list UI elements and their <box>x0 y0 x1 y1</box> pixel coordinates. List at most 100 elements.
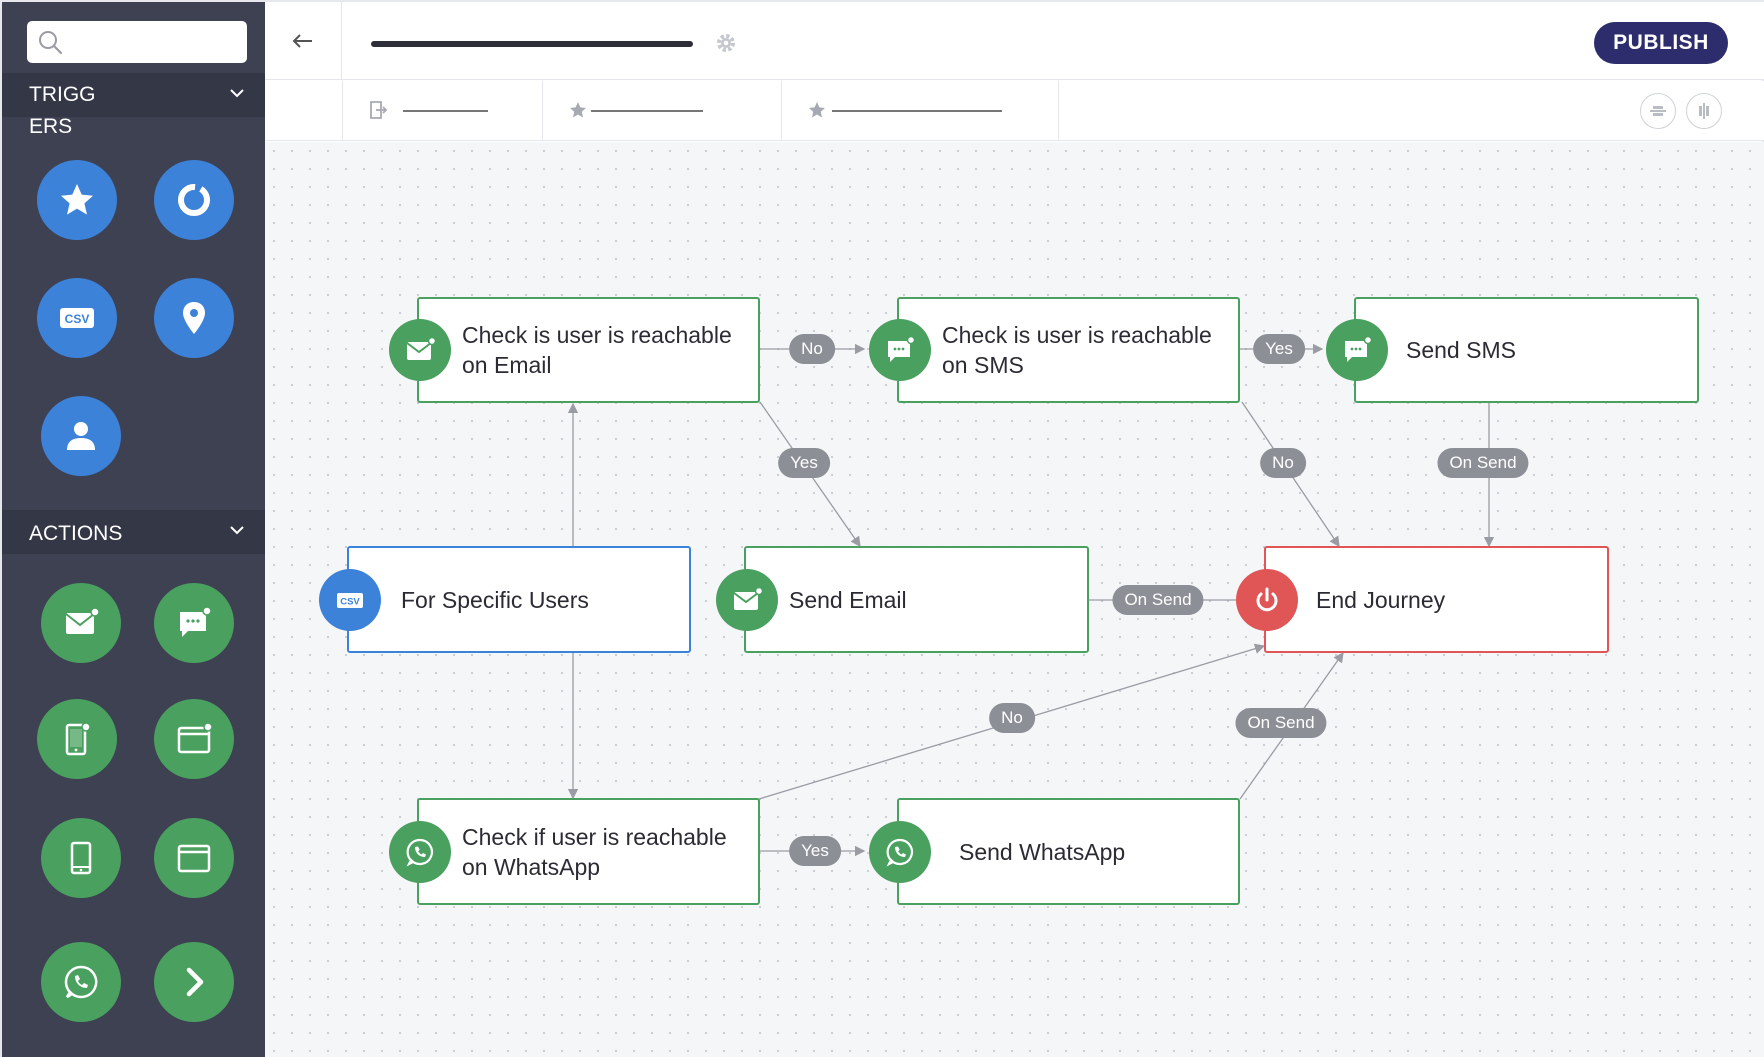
location-trigger-button[interactable] <box>154 278 234 358</box>
window-icon <box>177 844 211 873</box>
node-label: Send WhatsApp <box>959 838 1126 865</box>
email-icon <box>65 607 100 634</box>
sms-icon <box>180 606 212 637</box>
triggers-label: TRIGGERS <box>29 83 96 138</box>
edge-label-no: No <box>989 703 1035 733</box>
star-trigger-button[interactable] <box>37 160 117 240</box>
node-icon: CSV <box>319 568 381 631</box>
edge-label-no: No <box>789 334 835 364</box>
browser-action-button[interactable] <box>154 699 234 779</box>
edge-label-on-send: On Send <box>1235 708 1327 738</box>
node-check-whatsapp[interactable]: Check if user is reachable on WhatsApp <box>389 798 760 905</box>
star-icon <box>61 184 93 215</box>
next-action-button[interactable] <box>154 942 234 1022</box>
edge-label-yes: Yes <box>789 836 841 866</box>
node-for-specific-users[interactable]: CSV For Specific Users <box>319 546 691 653</box>
whatsapp-icon <box>64 965 98 999</box>
tab-favorite-1[interactable] <box>542 81 781 141</box>
email-icon <box>733 586 763 610</box>
user-icon <box>67 422 95 450</box>
node-icon <box>869 820 931 883</box>
tab-divider <box>1058 81 1059 141</box>
tab-label-placeholder <box>403 110 488 112</box>
node-label: Check if user is reachable on WhatsApp <box>462 823 727 880</box>
search-box[interactable] <box>27 21 247 63</box>
journey-title-placeholder[interactable] <box>371 41 693 47</box>
arrow-left-icon <box>292 34 312 48</box>
window-action-button[interactable] <box>154 818 234 898</box>
mobile-push-icon <box>65 722 91 756</box>
segment-trigger-button[interactable] <box>154 160 234 240</box>
node-check-email[interactable]: Check is user is reachable on Email <box>389 297 760 403</box>
mobile-push-action-button[interactable] <box>37 699 117 779</box>
chevron-down-icon[interactable] <box>229 524 245 536</box>
mobile-icon <box>70 841 92 875</box>
chevron-down-icon[interactable] <box>229 87 245 99</box>
csv-trigger-button[interactable]: CSV <box>37 278 117 358</box>
node-end-journey[interactable]: End Journey <box>1236 546 1609 653</box>
csv-icon: CSV <box>337 592 363 608</box>
email-icon <box>406 336 436 360</box>
whatsapp-icon <box>406 838 434 866</box>
email-action-button[interactable] <box>41 583 121 663</box>
align-horizontal-icon <box>1650 106 1666 116</box>
search-icon <box>39 31 63 55</box>
sidebar: TRIGGERS CSV <box>2 2 265 1057</box>
mobile-action-button[interactable] <box>41 818 121 898</box>
back-button[interactable] <box>265 2 342 80</box>
node-label: Check is user is reachable on Email <box>462 322 732 378</box>
node-send-email[interactable]: Send Email <box>716 546 1089 653</box>
whatsapp-icon <box>886 838 914 866</box>
star-icon <box>809 102 825 118</box>
node-label: Send Email <box>789 586 907 613</box>
browser-icon <box>177 722 213 754</box>
chevron-right-icon <box>186 967 204 997</box>
edge-label-on-send: On Send <box>1112 585 1204 615</box>
gear-icon[interactable] <box>714 31 738 55</box>
node-send-sms[interactable]: Send SMS <box>1326 297 1699 403</box>
csv-badge-text: CSV <box>340 596 360 607</box>
power-icon <box>1256 587 1278 611</box>
csv-icon: CSV <box>60 308 94 328</box>
tab-label-placeholder <box>591 110 703 112</box>
star-icon <box>570 102 586 118</box>
search-input[interactable] <box>27 21 247 63</box>
tabs-bar <box>265 81 1764 141</box>
tab-entry[interactable] <box>342 81 542 141</box>
sms-icon <box>1345 335 1373 362</box>
sms-action-button[interactable] <box>154 583 234 663</box>
entry-icon <box>370 101 388 119</box>
node-check-sms[interactable]: Check is user is reachable on SMS <box>869 297 1240 403</box>
edge-label-no: No <box>1260 448 1306 478</box>
node-send-whatsapp[interactable]: Send WhatsApp <box>869 798 1240 905</box>
user-trigger-button[interactable] <box>41 396 121 476</box>
node-label: Send SMS <box>1406 337 1516 363</box>
edge-label-on-send: On Send <box>1437 448 1529 478</box>
actions-label: ACTIONS <box>29 522 123 545</box>
triggers-section-header[interactable]: TRIGGERS <box>2 73 265 138</box>
location-pin-icon <box>183 302 205 334</box>
align-horizontal-button[interactable] <box>1640 93 1676 129</box>
edge-label-yes: Yes <box>1253 334 1305 364</box>
node-icon <box>1326 319 1388 381</box>
node-icon <box>869 319 931 381</box>
node-icon <box>1236 568 1298 631</box>
node-label: End Journey <box>1316 586 1446 613</box>
csv-badge-text: CSV <box>65 312 90 326</box>
node-icon <box>716 568 778 631</box>
node-label: For Specific Users <box>401 586 589 613</box>
edge-label-yes: Yes <box>778 448 830 478</box>
tab-favorite-2[interactable] <box>781 81 1058 141</box>
align-vertical-button[interactable] <box>1686 93 1722 129</box>
align-vertical-icon <box>1699 103 1709 119</box>
publish-button[interactable]: PUBLISH <box>1594 22 1728 64</box>
whatsapp-action-button[interactable] <box>41 942 121 1022</box>
actions-section-header[interactable]: ACTIONS <box>2 510 265 554</box>
circle-segment-icon <box>178 184 210 216</box>
node-icon <box>389 319 451 381</box>
node-label: Check is user is reachable on SMS <box>942 322 1212 378</box>
sms-icon <box>888 335 916 362</box>
tab-label-placeholder <box>832 110 1002 112</box>
node-icon <box>389 820 451 883</box>
